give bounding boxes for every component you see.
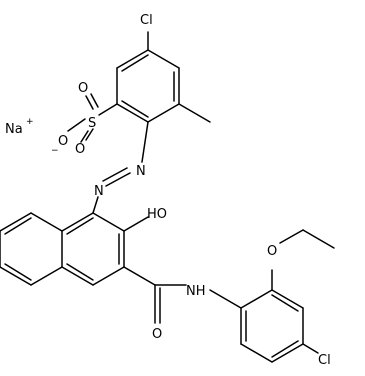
- charge-o-minus: −: [51, 146, 59, 156]
- charge-na: +: [26, 117, 34, 127]
- atom-o-sulfonyl-bottom: O: [75, 142, 85, 157]
- amide-group: [123, 266, 187, 324]
- bond-c-oh: [123, 216, 149, 232]
- ring-benzene-bottom: [209, 289, 304, 363]
- atom-hydroxyl: HO: [147, 207, 167, 222]
- atom-na: Na: [5, 122, 23, 137]
- atom-o-sulfonyl-top: O: [78, 81, 88, 96]
- bond-c-cl-bottom: [302, 343, 319, 354]
- atom-nh-amide: NH: [186, 284, 206, 299]
- atom-o-ethoxy: O: [267, 244, 277, 259]
- sulfonate-bonds: [67, 93, 99, 143]
- atom-n-azo-2: N: [94, 184, 104, 199]
- ring-naphthalene: [0, 212, 125, 286]
- bond-c-s: [98, 103, 118, 116]
- ring-benzene-top: [116, 49, 180, 123]
- atom-o-minus: O: [58, 134, 68, 149]
- bond-methyl: [178, 103, 211, 123]
- atom-cl-top: Cl: [140, 13, 153, 28]
- atom-o-amide: O: [152, 327, 162, 342]
- azo-linkage: [92, 121, 149, 214]
- atom-cl-bottom: Cl: [318, 353, 331, 368]
- atom-s: S: [88, 116, 96, 131]
- ethoxy-group: [271, 229, 335, 291]
- atom-n-azo-1: N: [136, 164, 146, 179]
